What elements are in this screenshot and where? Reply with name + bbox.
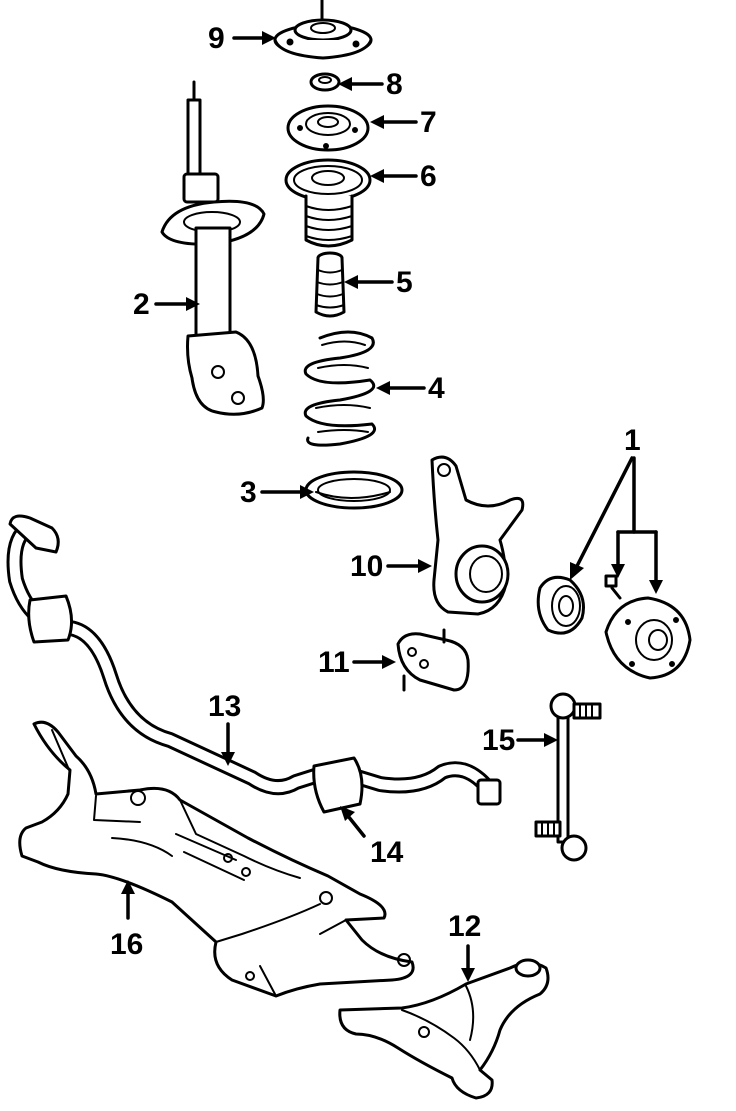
part-14-stabilizer-bushing [312,756,364,814]
callout-5-label: 5 [396,266,413,299]
callout-2: 2 [133,288,200,321]
part-13-stabilizer-bar [6,514,502,806]
part-4-coil-spring [303,330,376,447]
callout-6: 6 [370,160,437,193]
callout-16: 16 [110,880,143,961]
callout-8-label: 8 [386,68,403,101]
part-7-upper-seat [286,104,370,152]
callout-9: 9 [208,22,276,55]
part-3-lower-insulator [304,470,404,510]
part-10-steering-knuckle [430,455,525,616]
callout-15: 15 [482,724,558,757]
part-11-ball-joint [396,628,470,692]
callout-6-label: 6 [420,160,437,193]
callout-1: 1 [570,424,663,594]
callout-7-label: 7 [420,106,437,139]
callout-9-label: 9 [208,22,225,55]
callout-12-label: 12 [448,910,481,943]
callout-5: 5 [344,266,413,299]
callout-12: 12 [448,910,481,982]
callout-8: 8 [338,68,403,101]
part-15-stabilizer-link [534,692,602,862]
part-16-subframe [18,720,415,998]
part-2-strut-assembly [160,80,266,416]
callout-4-label: 4 [428,372,445,405]
part-6-insulator-boot [284,158,372,248]
callout-1-label: 1 [624,424,641,457]
callout-15-label: 15 [482,724,515,757]
callout-14: 14 [340,806,404,869]
callout-14-label: 14 [370,836,404,869]
callout-13: 13 [208,690,241,766]
callout-11: 11 [318,646,396,679]
part-12-lower-control-arm [338,958,550,1100]
callout-10-label: 10 [350,550,383,583]
part-1-hub-bearing [536,574,692,680]
callout-2-label: 2 [133,288,150,321]
callout-3-label: 3 [240,476,257,509]
callout-4: 4 [376,372,445,405]
callout-10: 10 [350,550,432,583]
callout-16-label: 16 [110,928,143,961]
part-8-washer [309,72,341,92]
callout-13-label: 13 [208,690,241,723]
part-9-strut-mount [273,0,373,60]
callout-7: 7 [370,106,437,139]
callout-3: 3 [240,476,314,509]
part-5-bump-stop [314,251,346,318]
callout-11-label: 11 [318,646,350,679]
